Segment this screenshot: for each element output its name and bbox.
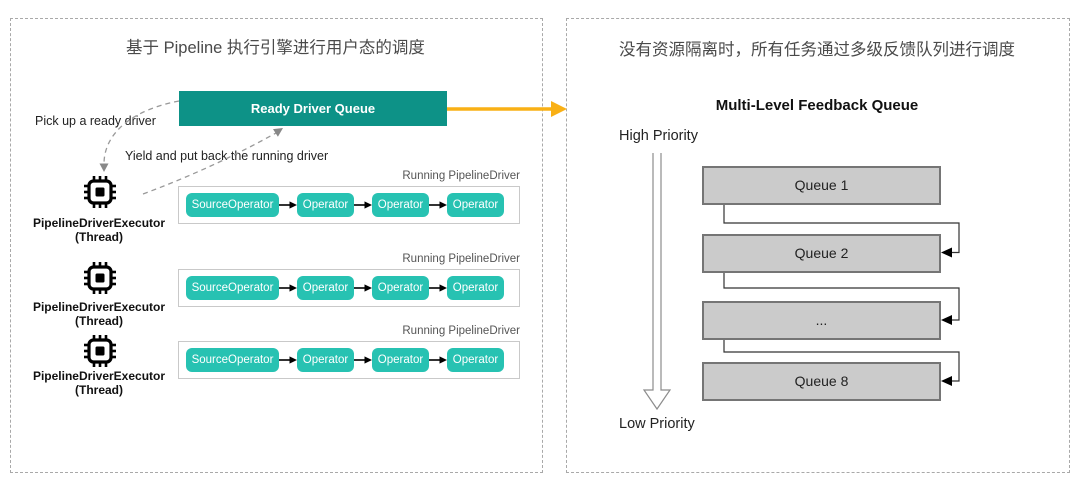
operator-box: Operator xyxy=(372,276,429,300)
executor-label-line1: PipelineDriverExecutor xyxy=(32,216,166,230)
flow-arrow-icon xyxy=(429,284,447,292)
high-priority-label: High Priority xyxy=(619,128,698,144)
source-operator-box: SourceOperator xyxy=(186,348,279,372)
flow-arrow-icon xyxy=(279,284,297,292)
running-driver-label: Running PipelineDriver xyxy=(402,253,520,265)
flow-arrow-icon xyxy=(279,201,297,209)
flow-arrow-icon xyxy=(279,356,297,364)
operator-box: Operator xyxy=(447,193,504,217)
operator-box: Operator xyxy=(447,276,504,300)
flow-arrow-icon xyxy=(354,284,372,292)
running-driver-label: Running PipelineDriver xyxy=(402,325,520,337)
running-driver-label: Running PipelineDriver xyxy=(402,170,520,182)
flow-arrow-icon xyxy=(429,356,447,364)
pipeline-row: SourceOperator Operator Operator Operato… xyxy=(178,186,520,224)
flow-arrow-icon xyxy=(354,356,372,364)
executor-label-line1: PipelineDriverExecutor xyxy=(32,300,166,314)
executor-label: PipelineDriverExecutor (Thread) xyxy=(18,216,180,244)
left-panel-title: 基于 Pipeline 执行引擎进行用户态的调度 xyxy=(126,39,425,57)
cpu-chip-icon xyxy=(84,176,116,208)
source-operator-box: SourceOperator xyxy=(186,276,279,300)
queue-box: Queue 2 xyxy=(702,234,941,273)
cpu-chip-icon xyxy=(84,335,116,367)
ready-driver-queue: Ready Driver Queue xyxy=(179,91,447,126)
operator-box: Operator xyxy=(372,193,429,217)
flow-arrow-icon xyxy=(354,201,372,209)
pipeline-row: SourceOperator Operator Operator Operato… xyxy=(178,341,520,379)
executor-label-line2: (Thread) xyxy=(75,230,123,244)
executor-label: PipelineDriverExecutor (Thread) xyxy=(18,300,180,328)
operator-box: Operator xyxy=(447,348,504,372)
executor-label-line2: (Thread) xyxy=(75,383,123,397)
cpu-chip-icon xyxy=(84,262,116,294)
executor-label-line2: (Thread) xyxy=(75,314,123,328)
yield-annotation: Yield and put back the running driver xyxy=(125,149,329,163)
operator-box: Operator xyxy=(372,348,429,372)
flow-arrow-icon xyxy=(429,201,447,209)
operator-box: Operator xyxy=(297,276,354,300)
queue-box: Queue 8 xyxy=(702,362,941,401)
executor-label-line1: PipelineDriverExecutor xyxy=(32,369,166,383)
queue-box: ... xyxy=(702,301,941,340)
right-panel-title: 没有资源隔离时，所有任务通过多级反馈队列进行调度 xyxy=(619,41,1015,59)
operator-box: Operator xyxy=(297,348,354,372)
low-priority-label: Low Priority xyxy=(619,416,695,432)
queue-box: Queue 1 xyxy=(702,166,941,205)
left-panel xyxy=(10,18,543,473)
pipeline-row: SourceOperator Operator Operator Operato… xyxy=(178,269,520,307)
mlfq-title: Multi-Level Feedback Queue xyxy=(715,97,919,114)
source-operator-box: SourceOperator xyxy=(186,193,279,217)
pick-up-annotation: Pick up a ready driver xyxy=(35,114,156,128)
operator-box: Operator xyxy=(297,193,354,217)
executor-label: PipelineDriverExecutor (Thread) xyxy=(18,369,180,397)
